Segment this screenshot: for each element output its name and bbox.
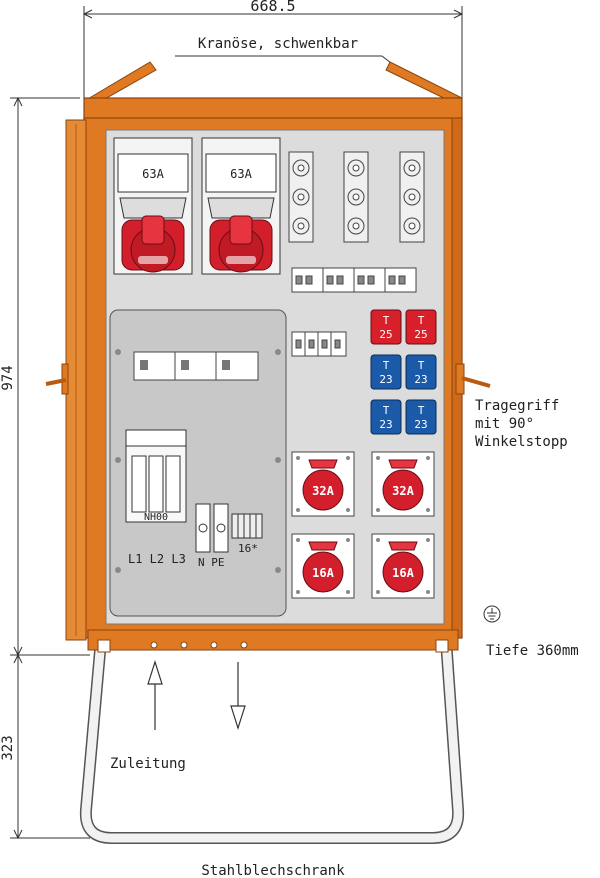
socket-rating: 16A	[312, 566, 334, 580]
height-dimension	[10, 96, 90, 840]
handle-label-1: Tragegriff	[475, 398, 559, 414]
cee-socket-16a-2: 16A	[371, 533, 435, 599]
terminal-count-label: 16*	[238, 542, 258, 555]
n-pe-terminals	[195, 503, 263, 553]
breaker-4: T 23	[405, 354, 437, 390]
cover-panel	[109, 309, 287, 617]
supply-label: Zuleitung	[110, 756, 186, 772]
breaker-2: T 25	[405, 309, 437, 345]
breaker-value: 23	[414, 418, 427, 431]
handle-label-2: mit 90°	[475, 416, 534, 432]
breaker-type: T	[418, 314, 425, 327]
stand-height-value: 323	[0, 735, 16, 760]
breaker-6: T 23	[405, 399, 437, 435]
breaker-value: 23	[414, 373, 427, 386]
handle-right	[455, 363, 491, 395]
breaker-value: 23	[379, 373, 392, 386]
fuse-label: NH00	[144, 512, 168, 523]
n-pe-label: N PE	[198, 556, 225, 569]
indicator-lamps	[288, 151, 425, 243]
height-value: 974	[0, 365, 16, 390]
socket-rating: 16A	[392, 566, 414, 580]
socket-rating: 32A	[312, 484, 334, 498]
breaker-value: 23	[379, 418, 392, 431]
main-socket-rating: 63A	[142, 167, 164, 181]
nh00-fuse-switch	[125, 429, 187, 523]
handle-left	[45, 363, 69, 395]
rcd-row	[291, 267, 417, 293]
breaker-1: T 25	[370, 309, 402, 345]
width-value: 668.5	[250, 0, 295, 15]
cee-socket-32a-2: 32A	[371, 451, 435, 517]
breaker-type: T	[383, 404, 390, 417]
breaker-5: T 23	[370, 399, 402, 435]
breaker-value: 25	[379, 328, 392, 341]
breaker-type: T	[383, 314, 390, 327]
main-socket-rating: 63A	[230, 167, 252, 181]
cee-socket-16a-1: 16A	[291, 533, 355, 599]
stand-frame	[79, 639, 465, 844]
breaker-value: 25	[414, 328, 427, 341]
main-socket-2: 63A	[201, 137, 281, 275]
caption: Stahlblechschrank	[201, 863, 345, 878]
width-dimension	[82, 6, 464, 100]
depth-label: Tiefe 360mm	[486, 643, 579, 659]
eyebolt-label: Kranöse, schwenkbar	[198, 36, 358, 52]
socket-rating: 32A	[392, 484, 414, 498]
mcb-row	[291, 331, 347, 357]
main-socket-1: 63A	[113, 137, 193, 275]
cee-socket-32a-1: 32A	[291, 451, 355, 517]
breaker-type: T	[418, 404, 425, 417]
breaker-3: T 23	[370, 354, 402, 390]
handle-label-3: Winkelstopp	[475, 434, 568, 450]
breaker-type: T	[418, 359, 425, 372]
phase-labels: L1 L2 L3	[128, 552, 186, 566]
breaker-type: T	[383, 359, 390, 372]
supply-arrows	[147, 660, 246, 730]
ground-icon	[483, 605, 501, 623]
